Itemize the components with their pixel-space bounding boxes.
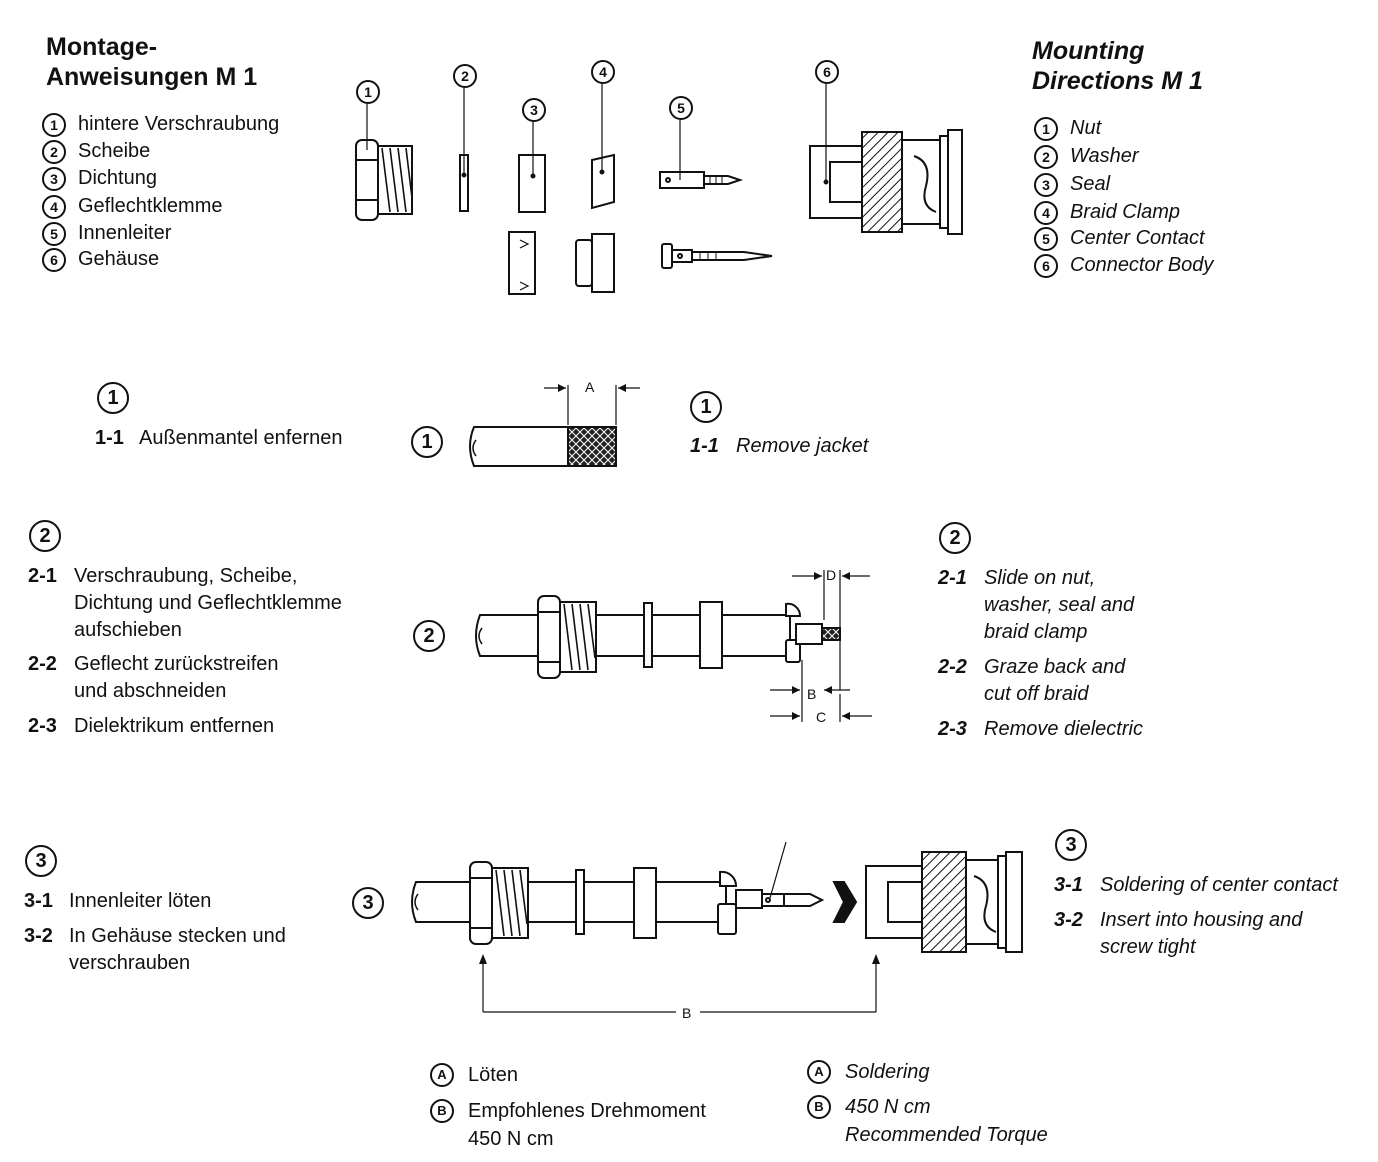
step-1-drawing [469,384,640,467]
part-callout-2: 2 [453,64,477,88]
part-center-contact [659,120,773,269]
title-de-line-1: Montage- [46,33,158,61]
dim-label-a: A [585,379,595,395]
part-callout-4: 4 [591,60,615,84]
part-callout-6: 6 [815,60,839,84]
section-3-marker-en: 3 [1055,829,1087,861]
step-3-1-en: 3-1 Soldering of center contact [1054,874,1338,896]
dim-label-b-bottom: B [682,1005,692,1021]
part-callout-1: 1 [356,80,380,104]
step-2-1-de: 2-1 Verschraubung, Scheibe, Dichtung und… [28,565,342,641]
part-seal [508,122,546,295]
step-3-2-de: 3-2 In Gehäuse stecken und verschrauben [24,925,286,974]
section-2-marker-drawing: 2 [413,620,445,652]
step-3-drawing [411,841,1023,1013]
step-1-1-de: 1-1 Außenmantel enfernen [95,427,343,449]
step-2-3-de: 2-3 Dielektrikum entfernen [28,715,275,737]
section-2-marker-de: 2 [29,520,61,552]
title-en: Mounting Directions M 1 [1032,36,1203,96]
part-callout-3: 3 [522,98,546,122]
dim-label-c: C [816,709,827,725]
section-2-marker-en: 2 [939,522,971,554]
part-callout-5: 5 [669,96,693,120]
section-3-marker-de: 3 [25,845,57,877]
title-de: Montage- Anweisungen M 1 [46,32,257,92]
step-2-drawing [475,570,872,722]
step-2-1-en: 2-1 Slide on nut, washer, seal and braid… [938,567,1135,643]
section-3-marker-drawing: 3 [352,887,384,919]
title-en-line-2: Directions M 1 [1032,67,1203,95]
part-braid-clamp [575,84,615,293]
step-1-1-en: 1-1 Remove jacket [690,435,869,457]
part-nut [355,104,413,221]
step-2-2-en: 2-2 Graze back and cut off braid [938,656,1126,705]
title-en-line-1: Mounting [1032,37,1145,65]
part-connector-body [809,84,963,235]
part-washer [459,88,469,212]
step-2-2-de: 2-2 Geflecht zurückstreifen und abschnei… [28,653,279,702]
section-1-marker-en: 1 [690,391,722,423]
section-1-marker-de: 1 [97,382,129,414]
step-3-2-en: 3-2 Insert into housing and screw tight [1054,909,1303,958]
dim-label-d: D [826,567,837,583]
section-1-marker-drawing: 1 [411,426,443,458]
step-2-3-en: 2-3 Remove dielectric [938,718,1143,740]
title-de-line-2: Anweisungen M 1 [46,63,258,91]
dim-label-b: B [807,686,817,702]
step-3-1-de: 3-1 Innenleiter löten [24,890,212,912]
